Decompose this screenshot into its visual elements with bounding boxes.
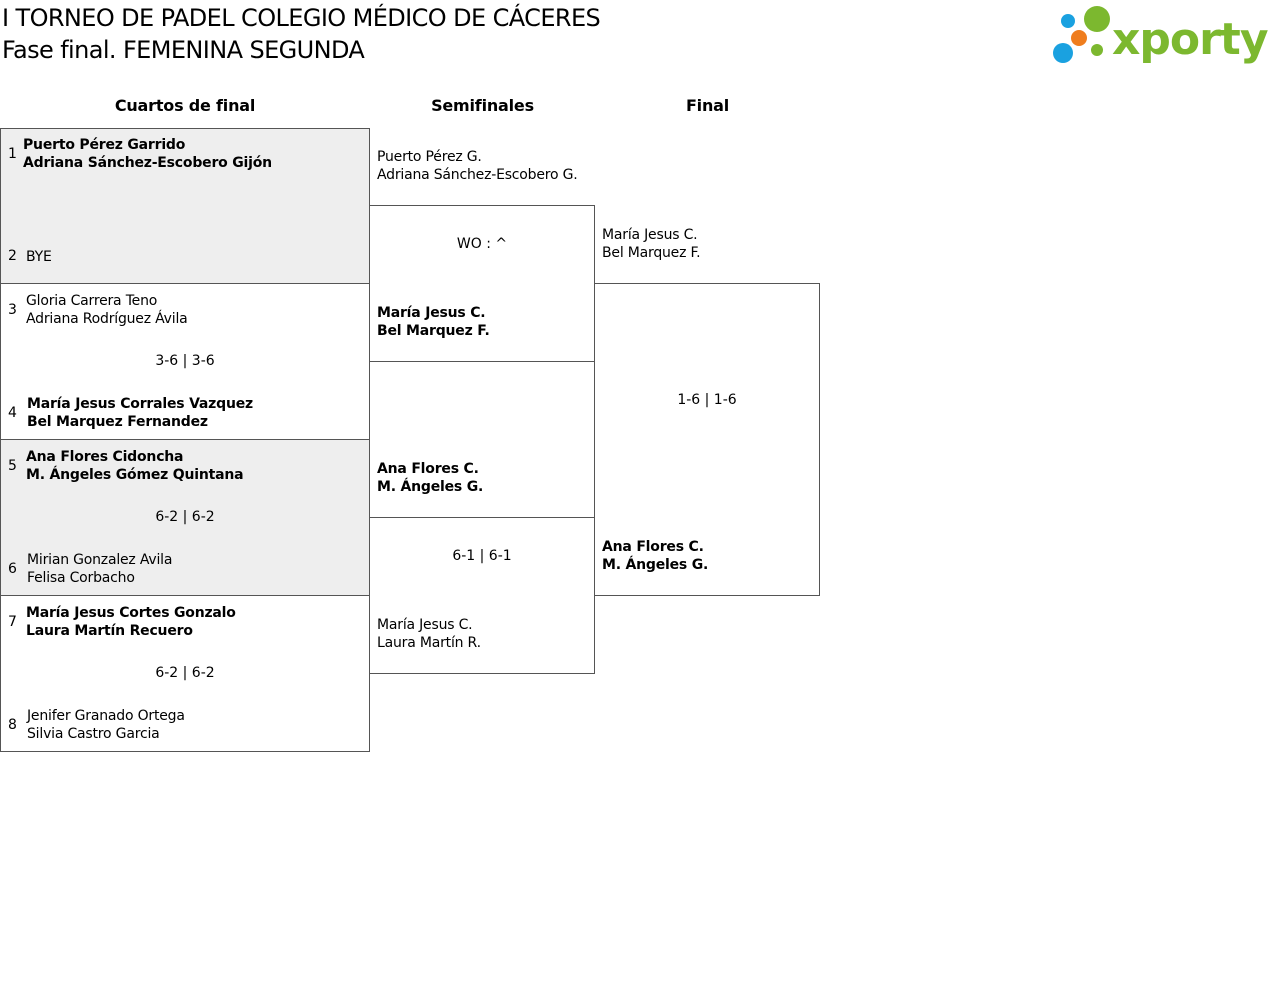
page-title: I TORNEO DE PADEL COLEGIO MÉDICO DE CÁCE… [2,4,601,32]
team-entry: Jenifer Granado Ortega Silvia Castro Gar… [27,707,185,743]
player-name: Puerto Pérez G. [377,149,482,165]
semifinal-1-top-team: Puerto Pérez G. Adriana Sánchez-Escobero… [377,148,578,184]
semifinal-2-top-team: Ana Flores C. M. Ángeles G. [377,460,483,496]
logo-orange-dot [1071,30,1087,46]
final-match: 1-6 | 1-6 Ana Flores C. M. Ángeles G. [594,283,820,596]
semifinal-2-bottom-team: María Jesus C. Laura Martín R. [377,616,481,652]
player-name: Laura Martín Recuero [26,623,193,639]
seed-number: 2 [8,248,17,264]
logo-green-dot-small [1091,44,1103,56]
player-name: Silvia Castro Garcia [27,726,160,742]
player-name: María Jesus C. [602,227,698,243]
seed-number: 5 [8,458,17,474]
player-name: M. Ángeles G. [602,557,709,573]
logo-green-dot [1084,6,1110,32]
round-header-final: Final [685,96,730,115]
player-name: M. Ángeles Gómez Quintana [26,467,244,483]
match-score: 1-6 | 1-6 [677,392,737,408]
player-name: Jenifer Granado Ortega [27,708,185,724]
team-entry: Ana Flores Cidoncha M. Ángeles Gómez Qui… [26,448,244,484]
player-name: Ana Flores C. [377,461,479,477]
match-score: WO : ^ [456,236,508,252]
player-name: M. Ángeles G. [377,479,484,495]
player-name: Ana Flores Cidoncha [26,449,184,465]
seed-number: 1 [8,146,17,162]
xporty-logo[interactable]: xporty [1050,4,1276,68]
player-name: María Jesus C. [377,305,486,321]
player-name: Bel Marquez Fernandez [27,414,208,430]
player-name: Adriana Sánchez-Escobero G. [377,167,578,183]
seed-number: 4 [8,405,17,421]
quarterfinal-match-2: 3 Gloria Carrera Teno Adriana Rodríguez … [0,283,370,440]
round-header-semifinals: Semifinales [431,96,534,115]
player-name: Laura Martín R. [377,635,481,651]
team-entry: María Jesus Cortes Gonzalo Laura Martín … [26,604,236,640]
team-entry: Mirian Gonzalez Avila Felisa Corbacho [27,551,172,587]
logo-blue-dot [1053,43,1073,63]
player-name: BYE [26,249,52,265]
seed-number: 7 [8,614,17,630]
player-name: Bel Marquez F. [377,323,490,339]
player-name: Puerto Pérez Garrido [23,137,186,153]
player-name: Ana Flores C. [602,539,704,555]
page-subtitle: Fase final. FEMENINA SEGUNDA [2,36,365,64]
player-name: Felisa Corbacho [27,570,135,586]
logo-blue-dot-small [1061,14,1075,28]
quarterfinal-match-1: 1 Puerto Pérez Garrido Adriana Sánchez-E… [0,128,370,284]
match-score: 3-6 | 3-6 [155,353,215,369]
match-score: 6-2 | 6-2 [155,665,215,681]
semifinal-match-2: 6-1 | 6-1 María Jesus C. Laura Martín R. [369,517,595,674]
team-entry: Puerto Pérez Garrido Adriana Sánchez-Esc… [23,136,272,172]
final-bottom-team: Ana Flores C. M. Ángeles G. [602,538,708,574]
team-entry: BYE [26,248,52,266]
player-name: Adriana Rodríguez Ávila [26,311,188,327]
seed-number: 8 [8,717,17,733]
team-entry: María Jesus Corrales Vazquez Bel Marquez… [27,395,253,431]
team-entry: Gloria Carrera Teno Adriana Rodríguez Áv… [26,292,188,328]
player-name: María Jesus Corrales Vazquez [27,396,253,412]
seed-number: 6 [8,561,17,577]
semifinal-1-bottom-team: María Jesus C. Bel Marquez F. [377,304,490,340]
player-name: Adriana Sánchez-Escobero Gijón [23,155,272,171]
final-top-team: María Jesus C. Bel Marquez F. [602,226,701,262]
quarterfinal-match-4: 7 María Jesus Cortes Gonzalo Laura Martí… [0,595,370,752]
xporty-logo-graphic: xporty [1053,6,1269,65]
player-name: Gloria Carrera Teno [26,293,158,309]
logo-text: xporty [1112,14,1268,65]
round-header-quarterfinals: Cuartos de final [114,96,256,115]
quarterfinal-match-3: 5 Ana Flores Cidoncha M. Ángeles Gómez Q… [0,439,370,596]
match-score: 6-1 | 6-1 [452,548,512,564]
match-score: 6-2 | 6-2 [155,509,215,525]
semifinal-match-1: WO : ^ María Jesus C. Bel Marquez F. [369,205,595,362]
seed-number: 3 [8,302,17,318]
player-name: María Jesus Cortes Gonzalo [26,605,236,621]
player-name: Bel Marquez F. [602,245,701,261]
player-name: María Jesus C. [377,617,473,633]
player-name: Mirian Gonzalez Avila [27,552,173,568]
